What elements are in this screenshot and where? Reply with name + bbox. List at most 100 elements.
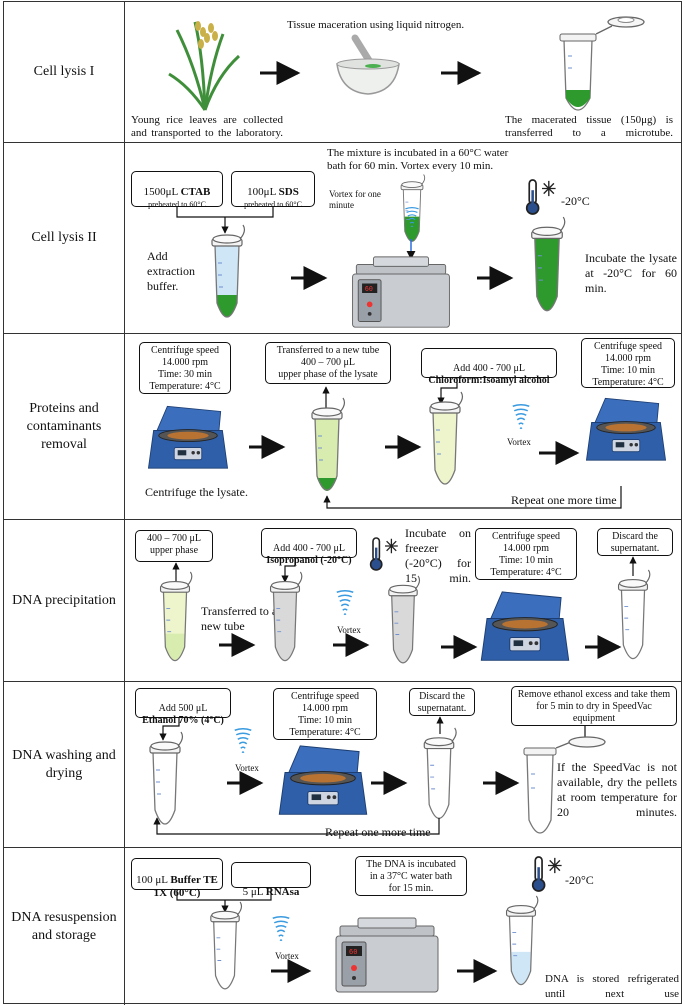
down-arrow: [437, 378, 458, 405]
water-bath-icon: [331, 916, 443, 996]
row-dna-precipitation: DNA precipitation 400 – 700 μL upper pha…: [4, 520, 681, 682]
thermometer-snowflake-icon: [525, 177, 559, 217]
down-arrow: [159, 718, 180, 741]
vortex-icon: [271, 916, 291, 946]
arrow-icon: [385, 435, 422, 459]
microtube-icon: [207, 223, 247, 333]
speedvac-note: If the SpeedVac is not available, dry th…: [557, 760, 677, 819]
repeat-loop: [153, 817, 440, 835]
microtube-icon: [425, 390, 465, 500]
incubate-bath-caption: The mixture is incubated in a 60°C water…: [327, 147, 509, 172]
incubate-lysate-caption: Incubate the lysate at -20°C for 60 min.: [585, 251, 677, 295]
repeat-loop: [323, 486, 622, 509]
arrow-icon: [441, 61, 482, 85]
arrow-icon: [457, 959, 498, 983]
arrow-icon: [333, 633, 370, 657]
mortar-pestle-icon: [336, 34, 400, 95]
centrifuge-lysate-caption: Centrifuge the lysate.: [145, 485, 248, 499]
down-arrow: [406, 239, 416, 260]
microtube-icon: [613, 568, 653, 674]
connector-lines: [176, 888, 272, 913]
stored-caption: DNA is stored refrigerated until next us…: [545, 973, 679, 1000]
rice-plant-icon: [168, 21, 241, 111]
row-label: DNA resuspension and storage: [4, 848, 125, 1005]
incubate-bath-box: The DNA is incubated in a 37°C water bat…: [355, 856, 467, 896]
incubate-freezer-caption: Incubate on freezer (-20°C) for 15 min.: [405, 526, 471, 585]
microtube-icon: [265, 570, 305, 676]
arrow-icon: [539, 441, 580, 465]
transferred-caption: Transferred to a new tube: [201, 604, 278, 633]
row-label: DNA washing and drying: [4, 682, 125, 847]
thermometer-snowflake-icon: [531, 854, 565, 894]
down-arrow: [281, 558, 296, 583]
rnase-box: 5 μL RNAsa: [231, 862, 311, 898]
maceration-caption: Tissue maceration using liquid nitrogen.: [287, 19, 465, 31]
row-cell-lysis-1: Cell lysis I Young rice leaves are colle…: [4, 2, 681, 143]
discard-box: Discard the supernatant.: [409, 688, 475, 716]
transfer-new-tube-box: Transferred to a new tube 400 – 700 μL u…: [265, 342, 391, 384]
centrifuge-icon: [583, 396, 669, 466]
leaves-caption: Young rice leaves are collected and tran…: [131, 114, 283, 139]
up-arrow: [436, 716, 444, 734]
microtube-icon: [397, 173, 427, 253]
vortex-label: Vortex: [235, 763, 259, 773]
microtube-icon: [155, 570, 195, 676]
arrow-icon: [260, 61, 301, 85]
add-buffer-caption: Add extraction buffer.: [147, 249, 195, 293]
centrifuge-icon: [477, 590, 573, 666]
arrow-icon: [249, 435, 286, 459]
microtube-icon: [525, 215, 569, 327]
arrow-icon: [371, 771, 408, 795]
transfer-caption: The macerated tissue (150μg) is transfer…: [505, 114, 673, 139]
upper-phase-box: 400 – 700 μL upper phase: [135, 530, 213, 562]
arrow-icon: [219, 633, 256, 657]
up-arrow: [322, 386, 330, 408]
vortex-icon: [511, 404, 531, 434]
arrow-icon: [483, 771, 520, 795]
water-bath-icon: [347, 255, 455, 331]
row-label: Cell lysis I: [4, 2, 125, 142]
repeat-caption: Repeat one more time: [511, 493, 617, 507]
microtube-icon: [501, 894, 541, 1000]
centrifuge-settings-box: Centrifuge speed 14.000 rpm Time: 10 min…: [475, 528, 577, 580]
connector-lines: [176, 207, 274, 234]
row-label: Proteins and contaminants removal: [4, 334, 125, 519]
centrifuge-icon: [145, 404, 231, 474]
arrow-icon: [271, 959, 312, 983]
repeat-caption: Repeat one more time: [325, 825, 431, 839]
row-label: DNA precipitation: [4, 520, 125, 681]
row-proteins-removal: Proteins and contaminants removal Centri…: [4, 334, 681, 520]
microtube-icon: [205, 900, 245, 1004]
arrow-icon: [477, 266, 514, 290]
microtube-icon: [559, 16, 645, 111]
arrow-icon: [227, 771, 264, 795]
open-microtube-icon: [523, 726, 606, 834]
centrifuge-settings-box: Centrifuge speed 14.000 rpm Time: 10 min…: [273, 688, 377, 740]
remove-ethanol-box: Remove ethanol excess and take them for …: [511, 686, 677, 726]
thermometer-snowflake-icon: [369, 534, 401, 574]
vortex-icon: [335, 590, 355, 620]
vortex-minute-caption: Vortex for one minute: [329, 189, 381, 210]
row-dna-resuspension: DNA resuspension and storage 100 μL Buff…: [4, 848, 681, 1005]
microtube-icon: [383, 574, 423, 678]
vortex-label: Vortex: [507, 437, 531, 447]
microtube-icon: [307, 396, 347, 491]
vortex-label: Vortex: [275, 951, 299, 961]
row-label: Cell lysis II: [4, 143, 125, 333]
arrow-icon: [291, 266, 328, 290]
vortex-label: Vortex: [337, 625, 361, 635]
protocol-table: Cell lysis I Young rice leaves are colle…: [3, 1, 682, 1005]
up-arrow: [629, 556, 637, 576]
vortex-icon: [403, 207, 421, 231]
temperature-label: -20°C: [561, 194, 590, 208]
discard-box: Discard the supernatant.: [597, 528, 673, 556]
arrow-icon: [441, 635, 478, 659]
arrow-icon: [585, 635, 622, 659]
